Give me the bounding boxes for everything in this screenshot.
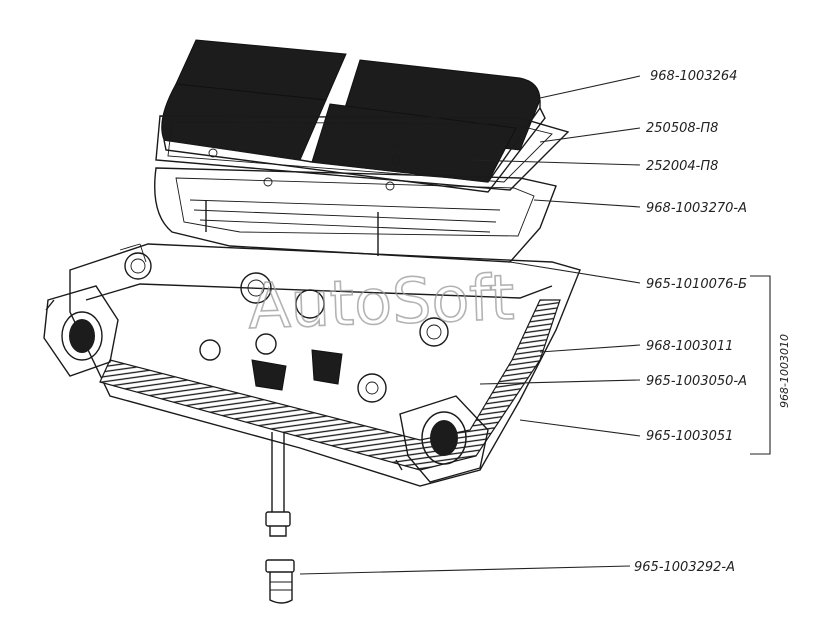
watermark: AutoSoft bbox=[247, 261, 516, 343]
plug-fitting bbox=[265, 559, 295, 604]
cylinder-head bbox=[43, 243, 581, 487]
label-washer: 252004-П8 bbox=[646, 159, 718, 174]
label-valve-guide: 965-1003051 bbox=[646, 429, 733, 444]
label-cylinder-head: 968-1003011 bbox=[646, 339, 733, 354]
label-cover-gasket: 250508-П8 bbox=[646, 121, 718, 136]
rocker-frame bbox=[154, 167, 557, 263]
oil-tube bbox=[265, 432, 291, 537]
label-plug: 965-1003292-А bbox=[634, 560, 735, 575]
label-rocker-frame: 968-1003270-А bbox=[646, 201, 747, 216]
label-head-gasket: 965-1010076-Б bbox=[646, 277, 747, 292]
cover-gasket bbox=[155, 115, 570, 191]
leader-lines bbox=[299, 75, 771, 575]
label-assembly: 968-1003010 bbox=[778, 334, 791, 408]
label-valve-cover: 968-1003264 bbox=[650, 69, 737, 84]
label-valve-seat: 965-1003050-А bbox=[646, 374, 747, 389]
